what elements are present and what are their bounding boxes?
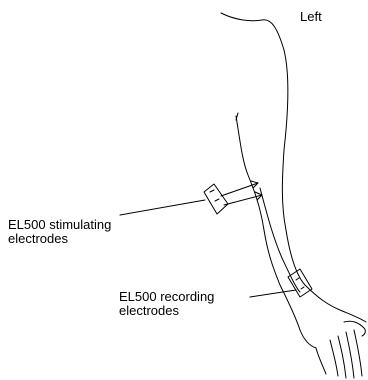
wrist-line: [300, 330, 316, 348]
stimulating-label-line2: electrodes: [8, 232, 68, 246]
hand-outline: [316, 348, 326, 374]
arm-outer-contour: [221, 13, 366, 322]
stimulating-label-line1: EL500 stimulating: [8, 218, 111, 232]
finger-1: [330, 340, 338, 376]
recording-pointer: [250, 290, 296, 297]
arm-inner-contour: [236, 116, 300, 330]
recording-label-line1: EL500 recording: [119, 290, 214, 304]
finger-4: [354, 330, 362, 376]
finger-3: [346, 332, 354, 378]
stimulating-electrode: [204, 184, 228, 214]
stimulating-pointer: [120, 200, 205, 215]
side-label: Left: [300, 10, 322, 24]
recording-label-line2: electrodes: [119, 304, 179, 318]
recording-electrode: [288, 269, 312, 297]
stimulation-arrows: [221, 181, 262, 205]
finger-2: [338, 336, 346, 378]
